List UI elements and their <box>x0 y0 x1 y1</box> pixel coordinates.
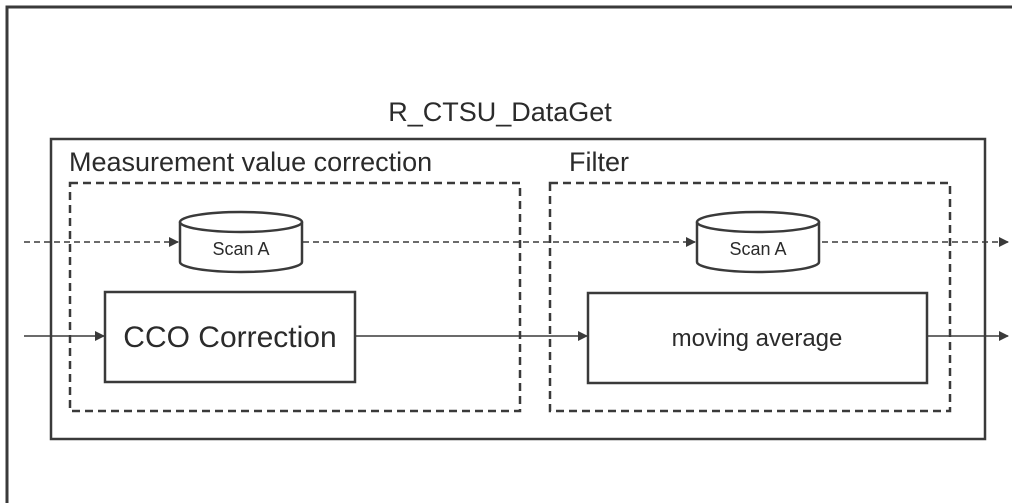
cco-correction-box <box>103 290 357 384</box>
moving-average-block: moving average <box>586 291 929 385</box>
function-title: R_CTSU_DataGet <box>388 97 612 127</box>
correction-store-top <box>178 210 304 234</box>
filter-scan-store: Scan A <box>695 210 821 274</box>
outer-frame <box>5 5 1012 503</box>
correction-store-body <box>178 222 304 274</box>
filter-group-box <box>548 181 952 413</box>
correction-store-label: Scan A <box>212 239 269 259</box>
filter-store-body <box>695 222 821 274</box>
filter-store-top <box>695 210 821 234</box>
correction-group-box <box>68 181 522 413</box>
filter-group-label: Filter <box>569 147 629 177</box>
function-box <box>49 137 987 441</box>
cco-correction-label: CCO Correction <box>123 321 336 354</box>
correction-group-label: Measurement value correction <box>69 147 432 177</box>
moving-average-box <box>586 291 929 385</box>
correction-scan-store: Scan A <box>178 210 304 274</box>
moving-average-label: moving average <box>672 325 843 352</box>
filter-store-label: Scan A <box>729 239 786 259</box>
cco-correction-block: CCO Correction <box>103 290 357 384</box>
